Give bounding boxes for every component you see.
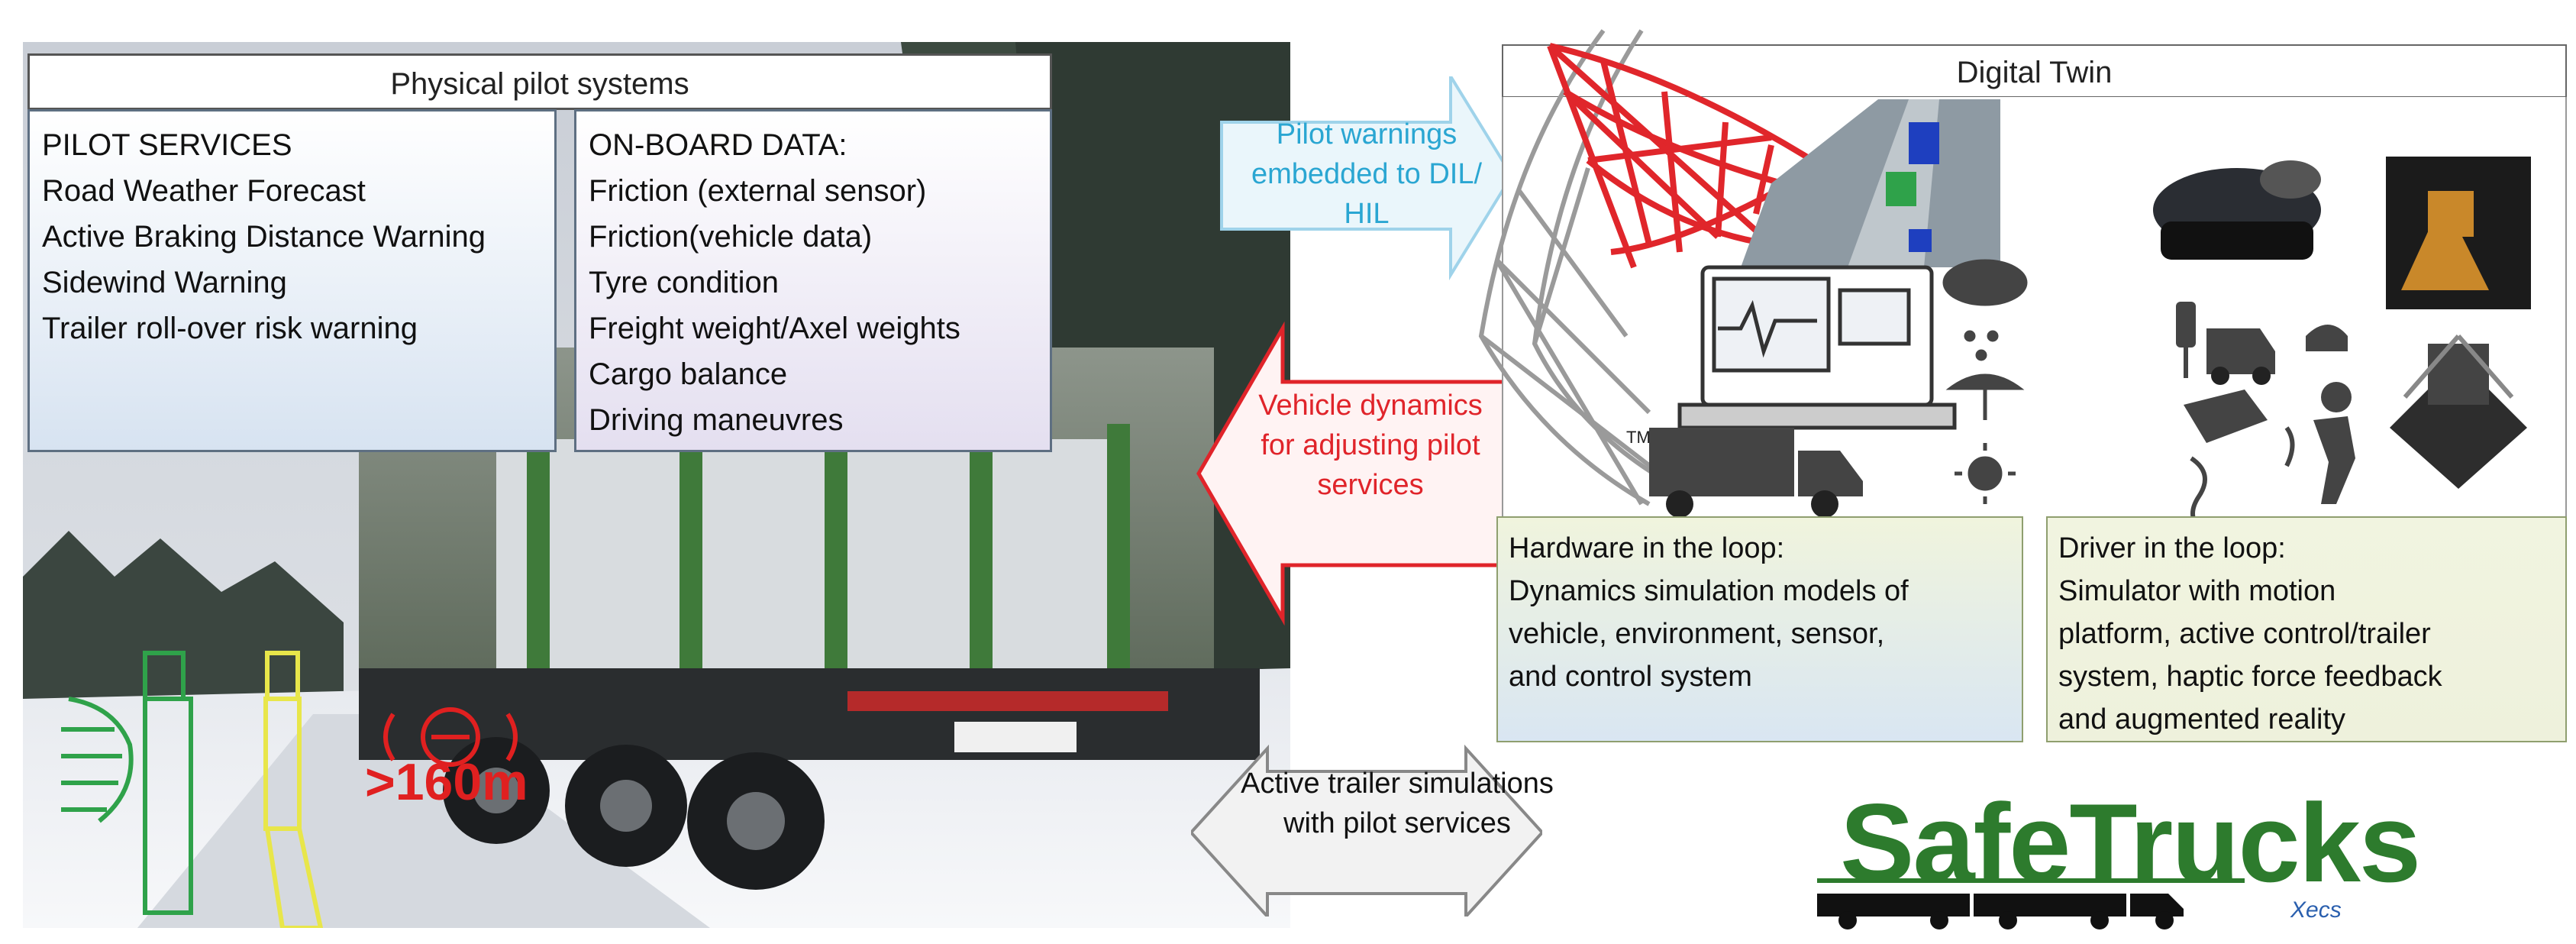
pilot-warnings-arrow (1220, 76, 1514, 281)
onboard-data-heading: ON-BOARD DATA: (589, 128, 847, 162)
dil-line: and augmented reality (2058, 703, 2346, 735)
road-scene-icon (1741, 99, 2000, 267)
pilot-warnings-label: Pilot warnings embedded to DIL/ HIL (1222, 115, 1512, 234)
hil-line: vehicle, environment, sensor, (1509, 618, 1885, 650)
vehicle-dynamics-line: for adjusting pilot (1261, 429, 1480, 461)
active-trailer-arrow (1191, 744, 1542, 917)
safetrucks-logo-text: SafeTrucks (1840, 781, 2421, 905)
vr-headset-icon (2153, 160, 2321, 260)
pilot-service-item: Trailer roll-over risk warning (42, 312, 418, 345)
hud-green-lane-icon (143, 651, 193, 915)
trademark-label: TM (1626, 428, 1651, 447)
motion-simulator-icon (2386, 157, 2531, 489)
dil-heading: Driver in the loop: (2058, 532, 2286, 564)
pilot-services-heading: PILOT SERVICES (42, 128, 292, 162)
hardware-in-the-loop-panel: Hardware in the loop: Dynamics simulatio… (1496, 516, 2023, 742)
vehicle-dynamics-line: Vehicle dynamics (1258, 390, 1483, 422)
hil-line: Dynamics simulation models of (1509, 575, 1909, 607)
hud-distance-label: >160m (365, 753, 528, 811)
driver-icon (2284, 382, 2355, 504)
red-tower-logo-icon (1547, 43, 1827, 269)
hil-line: and control system (1509, 661, 1752, 693)
traffic-icon (2176, 302, 2348, 519)
dil-line: system, haptic force feedback (2058, 661, 2442, 693)
hil-heading: Hardware in the loop: (1509, 532, 1785, 564)
hud-yellow-lane-icon (263, 651, 324, 928)
onboard-data-item: Friction(vehicle data) (589, 220, 873, 254)
digital-twin-graphics (1478, 29, 2531, 519)
physical-pilot-systems-header: Physical pilot systems (27, 53, 1052, 110)
pilot-warnings-line: Pilot warnings (1276, 118, 1457, 150)
pilot-service-item: Road Weather Forecast (42, 174, 366, 208)
hud-wind-icon (61, 697, 134, 823)
truck-icon (1649, 428, 1863, 518)
pilot-service-item: Sidewind Warning (42, 266, 287, 299)
hud-target-icon (383, 707, 518, 767)
onboard-data-item: Tyre condition (589, 266, 780, 299)
pilot-warnings-line: HIL (1344, 198, 1390, 230)
dil-line: Simulator with motion (2058, 575, 2336, 607)
vehicle-dynamics-line: services (1317, 469, 1424, 501)
vehicle-dynamics-label: Vehicle dynamics for adjusting pilot ser… (1225, 386, 1516, 505)
active-trailer-line: Active trailer simulations (1241, 768, 1554, 800)
active-trailer-label: Active trailer simulations with pilot se… (1191, 764, 1603, 843)
monitor-icon (1677, 265, 1957, 430)
dil-line: platform, active control/trailer (2058, 618, 2431, 650)
onboard-data-item: Driving maneuvres (589, 403, 844, 437)
onboard-data-item: Freight weight/Axel weights (589, 312, 960, 345)
pilot-warnings-line: embedded to DIL/ (1251, 158, 1483, 190)
onboard-data-panel: ON-BOARD DATA: Friction (external sensor… (574, 109, 1052, 452)
xecs-logo-text: Xecs (2290, 897, 2342, 923)
weather-icon (1942, 259, 2028, 504)
pilot-service-item: Active Braking Distance Warning (42, 220, 486, 254)
arrows-layer (1191, 76, 1542, 917)
onboard-data-item: Cargo balance (589, 357, 788, 391)
onboard-data-item: Friction (external sensor) (589, 174, 927, 208)
active-trailer-line: with pilot services (1283, 807, 1511, 839)
pilot-services-panel: PILOT SERVICES Road Weather Forecast Act… (27, 109, 557, 452)
vehicle-dynamics-arrow (1196, 321, 1514, 626)
driver-in-the-loop-panel: Driver in the loop: Simulator with motio… (2046, 516, 2567, 742)
logo-truck-silhouette-icon (1817, 878, 2245, 929)
